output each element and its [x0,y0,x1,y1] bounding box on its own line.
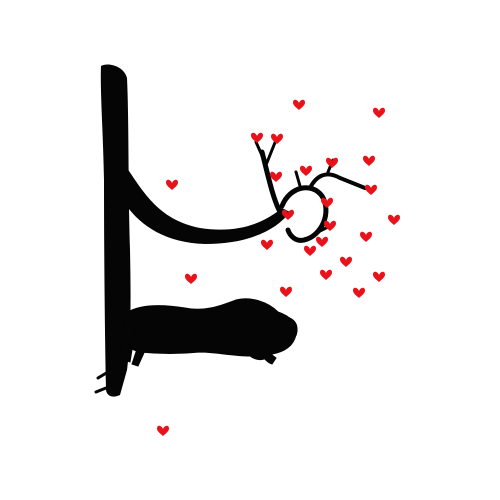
heart-icon [373,107,385,118]
heart-icon [293,99,305,110]
tree-twig-right [308,172,367,190]
couple-legs [120,319,149,367]
tree-twig-upper-left [254,140,266,162]
heart-icon [365,184,377,195]
heart-icon [363,155,375,166]
heart-icon [251,132,263,143]
heart-icon [340,256,352,267]
heart-icon [353,287,365,298]
tree-twig-upper-right [264,138,278,167]
heart-icon [280,286,292,297]
heart-icon [271,133,283,144]
heart-icon [185,273,197,284]
heart-icon [321,197,333,208]
tree-roots [94,370,110,394]
heart-icon [166,179,178,190]
heart-icon [373,271,385,282]
couple-heads [273,315,298,343]
tree-trunk [100,64,131,397]
couple-bodies [122,298,297,361]
heart-icon [304,245,316,256]
heart-icon [320,269,332,280]
heart-icon [261,239,273,250]
heart-icon [157,425,169,436]
heart-icon [300,165,312,176]
falling-hearts [157,99,400,436]
tree-silhouette [94,64,367,397]
tree-twig-small-b [294,170,302,188]
couple-silhouette [120,298,298,367]
heart-icon [316,236,328,247]
tree-twig-loop [279,185,329,243]
couple-arm [257,343,277,365]
heart-icon [388,214,400,225]
tree-main-branch [125,165,290,244]
heart-icon [360,231,372,242]
